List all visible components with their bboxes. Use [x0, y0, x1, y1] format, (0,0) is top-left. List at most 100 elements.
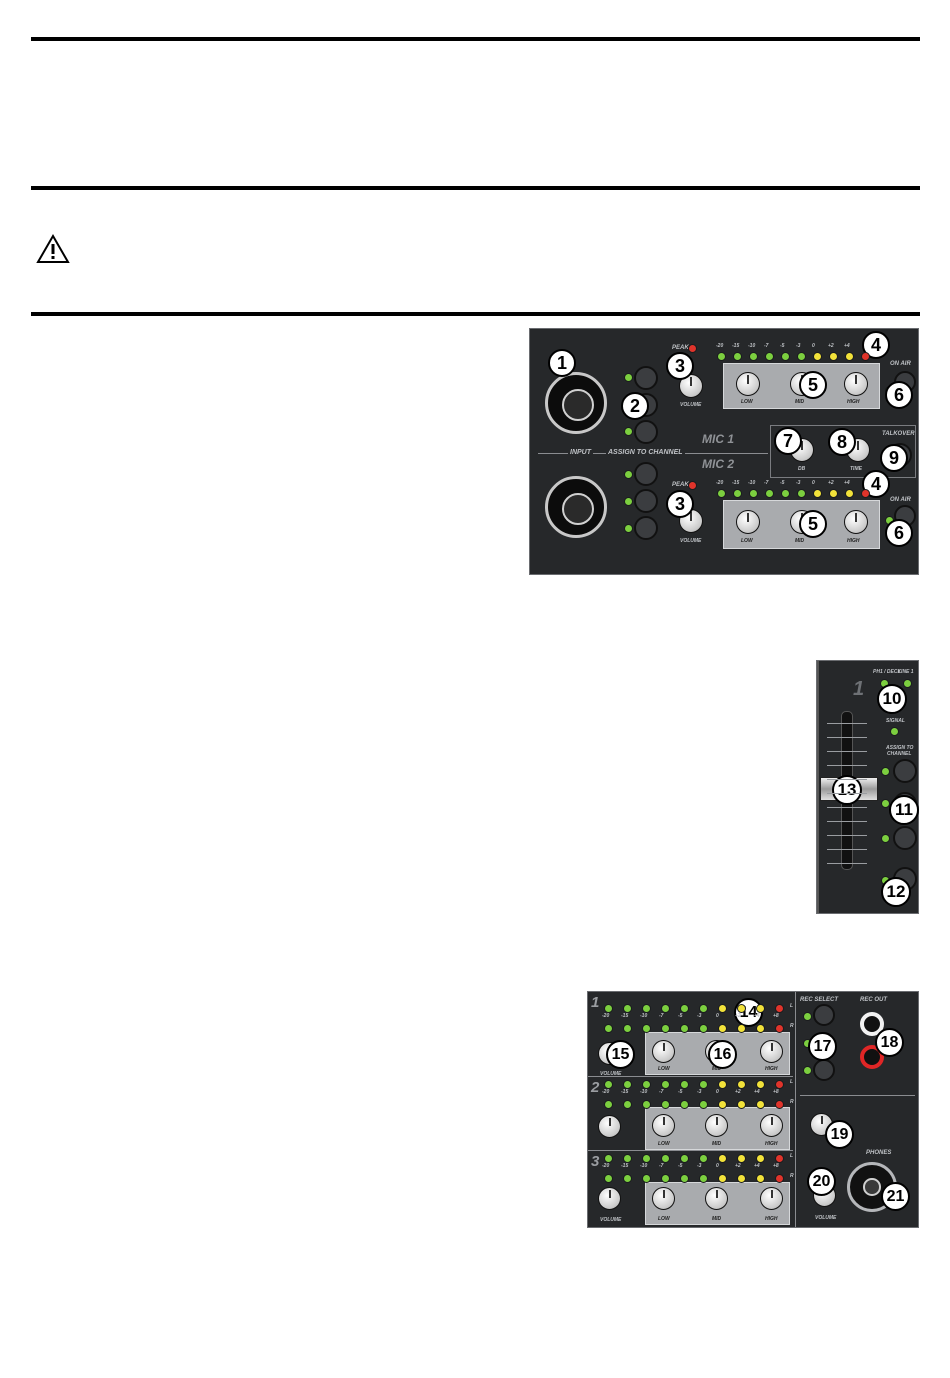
eq-mid-label: MID	[712, 1066, 722, 1072]
time-label: TIME	[850, 466, 862, 472]
meter-led	[718, 1080, 727, 1089]
meter-led	[737, 1100, 746, 1109]
meter-scale-label: +4	[754, 1163, 760, 1169]
eq-low-knob[interactable]	[736, 510, 760, 534]
meter-led	[781, 489, 790, 498]
meter-led	[717, 352, 726, 361]
meter-lr-label: L	[790, 1153, 794, 1159]
eq-high-knob[interactable]	[844, 510, 868, 534]
assign-button-1[interactable]	[634, 366, 658, 390]
eq-high-knob[interactable]	[844, 372, 868, 396]
meter-led	[661, 1080, 670, 1089]
meter-led	[604, 1174, 613, 1183]
eq-mid-label: MID	[795, 399, 805, 405]
meter-led	[861, 489, 870, 498]
eq-high-knob[interactable]	[760, 1114, 783, 1137]
assign-button-2[interactable]	[634, 489, 658, 513]
eq-low-label: LOW	[741, 399, 753, 405]
meter-led	[604, 1004, 613, 1013]
line-label: LINE 1	[898, 669, 914, 675]
eq-low-knob[interactable]	[736, 372, 760, 396]
callout-16: 16	[708, 1040, 737, 1069]
meter-scale-label: -20	[602, 1163, 610, 1169]
eq-high-knob[interactable]	[760, 1040, 783, 1063]
meter-scale-label: 0	[812, 480, 815, 486]
callout-10: 10	[877, 684, 907, 714]
meter-scale-label: -10	[640, 1163, 648, 1169]
assign-led	[624, 470, 633, 479]
assign-button-3[interactable]	[634, 516, 658, 540]
fader-tick	[827, 863, 867, 864]
line-led	[903, 679, 912, 688]
meter-led	[680, 1024, 689, 1033]
warning-triangle-icon	[36, 234, 70, 263]
fader-tick	[827, 751, 867, 752]
meter-led	[604, 1080, 613, 1089]
eq-mid-knob[interactable]	[705, 1114, 728, 1137]
meter-led	[737, 1174, 746, 1183]
meter-led	[765, 352, 774, 361]
fader-tick	[827, 779, 867, 780]
meter-led	[775, 1080, 784, 1089]
ch3-volume-knob[interactable]	[598, 1187, 621, 1210]
assign-button-1[interactable]	[634, 462, 658, 486]
rec-select-button-1[interactable]	[813, 1004, 835, 1026]
meter-scale-label: -7	[764, 480, 769, 486]
volume-label: VOLUME	[600, 1217, 622, 1223]
meter-scale-label: -5	[780, 343, 785, 349]
peak-led	[688, 481, 697, 490]
meter-led	[680, 1154, 689, 1163]
meter-led	[775, 1174, 784, 1183]
meter-led	[797, 489, 806, 498]
meter-scale-label: +2	[828, 343, 834, 349]
meter-scale-label: 0	[716, 1013, 719, 1019]
assign-button-1[interactable]	[893, 759, 917, 783]
eq-mid-knob[interactable]	[705, 1187, 728, 1210]
meter-led	[845, 489, 854, 498]
assign-button-3[interactable]	[634, 420, 658, 444]
meter-scale-label: -5	[780, 480, 785, 486]
assign-led	[624, 524, 633, 533]
meter-scale-label: -7	[764, 343, 769, 349]
eq-low-knob[interactable]	[652, 1114, 675, 1137]
assign-to-label: ASSIGN TO	[886, 745, 914, 751]
master-section-image: 1 2 3 LOW MID HIGH LOW MID HIGH LOW MID …	[587, 991, 919, 1228]
meter-led	[737, 1024, 746, 1033]
ch2-volume-knob[interactable]	[598, 1115, 621, 1138]
meter-led	[756, 1024, 765, 1033]
callout-13: 13	[832, 775, 862, 805]
meter-led	[775, 1024, 784, 1033]
talkover-section	[770, 425, 916, 478]
callout-21: 21	[881, 1182, 910, 1211]
eq-low-label: LOW	[658, 1141, 670, 1147]
meter-led	[775, 1100, 784, 1109]
meter-scale-label: 0	[716, 1163, 719, 1169]
eq-low-knob[interactable]	[652, 1187, 675, 1210]
meter-scale-label: +2	[735, 1163, 741, 1169]
callout-20: 20	[807, 1167, 836, 1196]
meter-led	[699, 1174, 708, 1183]
input-label: INPUT	[568, 449, 593, 456]
assign-button-3[interactable]	[893, 826, 917, 850]
meter-led	[642, 1004, 651, 1013]
meter-scale-label: -7	[659, 1013, 664, 1019]
meter-led	[756, 1174, 765, 1183]
signal-label: SIGNAL	[886, 718, 905, 724]
assign-led	[881, 834, 890, 843]
channel-strip-image: 1 PH1 / DECK LINE 1 SIGNAL ASSIGN TO CHA…	[816, 660, 919, 914]
rec-select-button-3[interactable]	[813, 1059, 835, 1081]
meter-scale-label: +2	[828, 480, 834, 486]
eq-low-knob[interactable]	[652, 1040, 675, 1063]
eq-high-knob[interactable]	[760, 1187, 783, 1210]
meter-led	[756, 1004, 765, 1013]
meter-led	[642, 1024, 651, 1033]
meter-led	[813, 489, 822, 498]
meter-scale-label: -20	[716, 343, 724, 349]
meter-led	[642, 1100, 651, 1109]
meter-led	[699, 1100, 708, 1109]
meter-lr-label: R	[790, 1099, 794, 1105]
meter-led	[717, 489, 726, 498]
fader-tick	[827, 765, 867, 766]
meter-scale-label: +4	[844, 343, 850, 349]
meter-led	[733, 352, 742, 361]
